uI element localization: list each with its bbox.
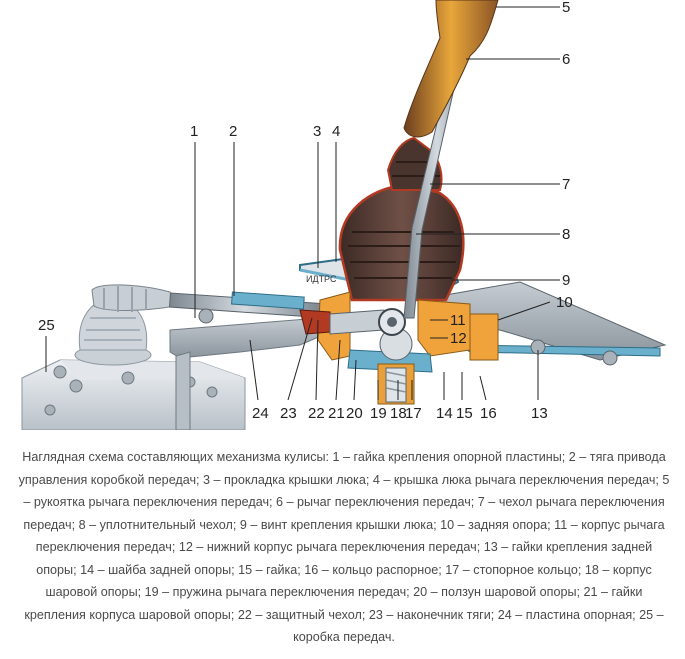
leader-lines [45, 6, 560, 401]
label-19: 19 [370, 405, 387, 422]
label-22: 22 [308, 405, 325, 422]
label-7: 7 [562, 176, 570, 193]
label-25: 25 [38, 317, 55, 334]
figure-caption: Наглядная схема составляющих механизма к… [18, 450, 670, 644]
label-1: 1 [190, 123, 198, 140]
label-18: 18 [390, 405, 407, 422]
label-24: 24 [252, 405, 269, 422]
tie-rod-end [299, 308, 406, 336]
label-6: 6 [562, 51, 570, 68]
label-13: 13 [531, 405, 548, 422]
label-15: 15 [456, 405, 473, 422]
label-9: 9 [562, 272, 570, 289]
label-21: 21 [328, 405, 345, 422]
support-plate [169, 317, 331, 430]
stamp-text: ИДТРС [306, 274, 337, 284]
label-8: 8 [562, 226, 570, 243]
label-5: 5 [562, 0, 570, 16]
part-labels: 1 2 3 4 5 6 7 8 9 10 11 12 13 14 15 16 1… [38, 0, 573, 422]
label-10: 10 [556, 294, 573, 311]
label-3: 3 [313, 123, 321, 140]
sealing-boot [338, 184, 465, 302]
label-11: 11 [450, 312, 466, 329]
gear-shift-mechanism-diagram: ИДТРС [21, 0, 667, 430]
label-4: 4 [332, 123, 340, 140]
label-20: 20 [346, 405, 363, 422]
label-17: 17 [405, 405, 422, 422]
lever-housing [317, 291, 471, 405]
label-12: 12 [450, 330, 467, 347]
shift-handle [403, 0, 499, 138]
label-16: 16 [480, 405, 497, 422]
label-2: 2 [229, 123, 237, 140]
label-23: 23 [280, 405, 297, 422]
rear-support [439, 281, 667, 366]
label-14: 14 [436, 405, 453, 422]
